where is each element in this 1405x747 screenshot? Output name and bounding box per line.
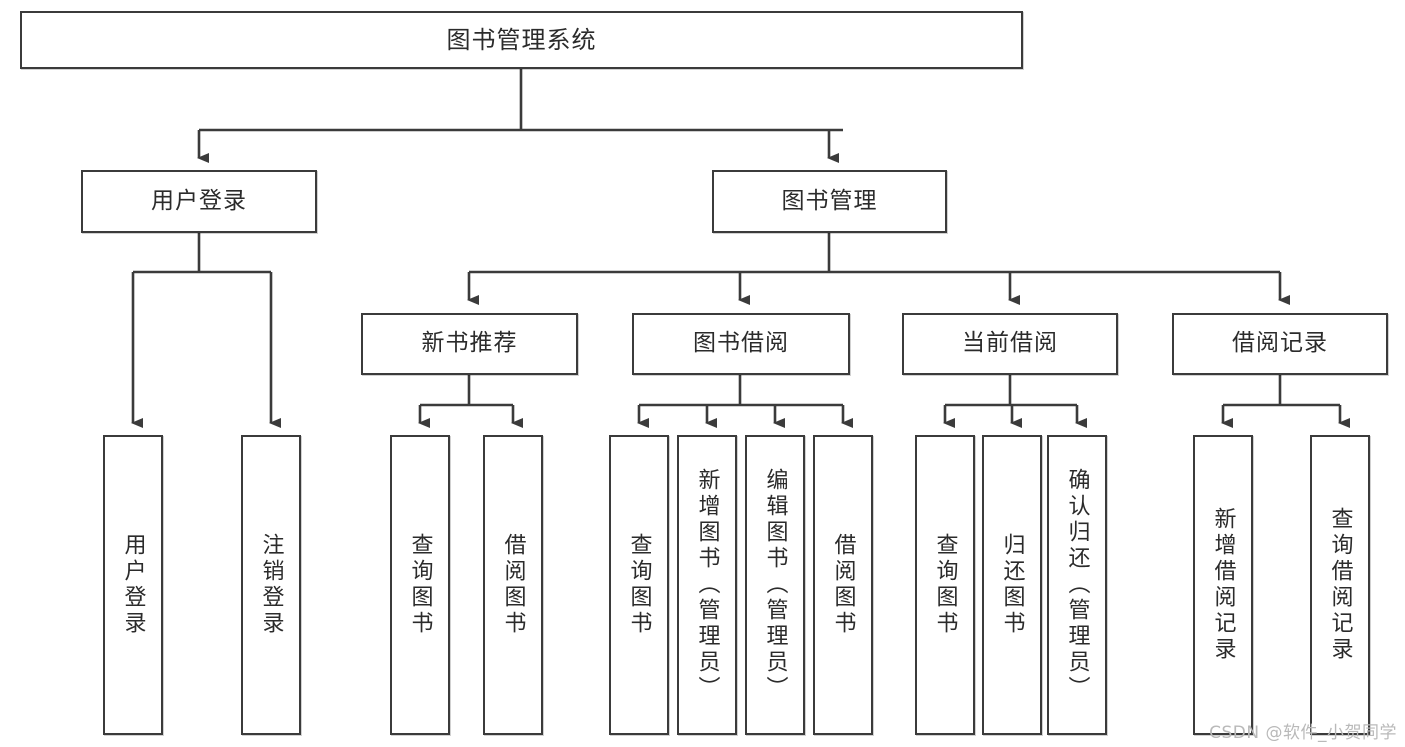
node-label: 注销登录	[258, 533, 284, 637]
leaf-book-borrow-query-book[interactable]: 查询图书	[609, 435, 669, 735]
node-borrow-record[interactable]: 借阅记录	[1172, 313, 1388, 375]
node-label: 图书借阅	[693, 330, 789, 357]
node-label: 确认归还（管理员）	[1064, 468, 1090, 702]
node-label: 查询图书	[407, 533, 433, 637]
node-label: 图书管理	[781, 187, 878, 214]
node-label: 查询图书	[626, 533, 652, 637]
node-label: 用户登录	[120, 533, 146, 637]
leaf-book-borrow-edit-book-admin[interactable]: 编辑图书（管理员）	[745, 435, 805, 735]
node-label: 图书管理系统	[446, 25, 597, 54]
node-label: 归还图书	[999, 533, 1025, 637]
node-book-management[interactable]: 图书管理	[712, 170, 947, 233]
node-book-borrow[interactable]: 图书借阅	[632, 313, 850, 375]
node-label: 用户登录	[151, 187, 247, 214]
node-current-borrow[interactable]: 当前借阅	[902, 313, 1118, 375]
leaf-current-borrow-query-book[interactable]: 查询图书	[915, 435, 975, 735]
leaf-book-borrow-add-book-admin[interactable]: 新增图书（管理员）	[677, 435, 737, 735]
leaf-book-borrow-borrow-book[interactable]: 借阅图书	[813, 435, 873, 735]
leaf-borrow-record-add-record[interactable]: 新增借阅记录	[1193, 435, 1253, 735]
node-label: 新增借阅记录	[1210, 507, 1236, 663]
node-label: 借阅记录	[1232, 330, 1328, 357]
leaf-borrow-record-query-record[interactable]: 查询借阅记录	[1310, 435, 1370, 735]
node-label: 编辑图书（管理员）	[762, 468, 788, 702]
leaf-user-login-login[interactable]: 用户登录	[103, 435, 163, 735]
leaf-new-book-query-book[interactable]: 查询图书	[390, 435, 450, 735]
node-new-book-recommend[interactable]: 新书推荐	[361, 313, 578, 375]
node-label: 查询图书	[932, 533, 958, 637]
leaf-current-borrow-return-book[interactable]: 归还图书	[982, 435, 1042, 735]
node-label: 当前借阅	[962, 330, 1058, 357]
node-book-management-system[interactable]: 图书管理系统	[20, 11, 1023, 69]
node-label: 新书推荐	[421, 330, 518, 357]
node-label: 新增图书（管理员）	[694, 468, 720, 702]
node-user-login[interactable]: 用户登录	[81, 170, 317, 233]
node-label: 借阅图书	[830, 533, 856, 637]
node-label: 借阅图书	[500, 533, 526, 637]
leaf-user-login-logout[interactable]: 注销登录	[241, 435, 301, 735]
csdn-watermark: CSDN @软件_小贺同学	[1209, 723, 1397, 743]
node-label: 查询借阅记录	[1327, 507, 1353, 663]
leaf-current-borrow-confirm-return-admin[interactable]: 确认归还（管理员）	[1047, 435, 1107, 735]
leaf-new-book-borrow-book[interactable]: 借阅图书	[483, 435, 543, 735]
